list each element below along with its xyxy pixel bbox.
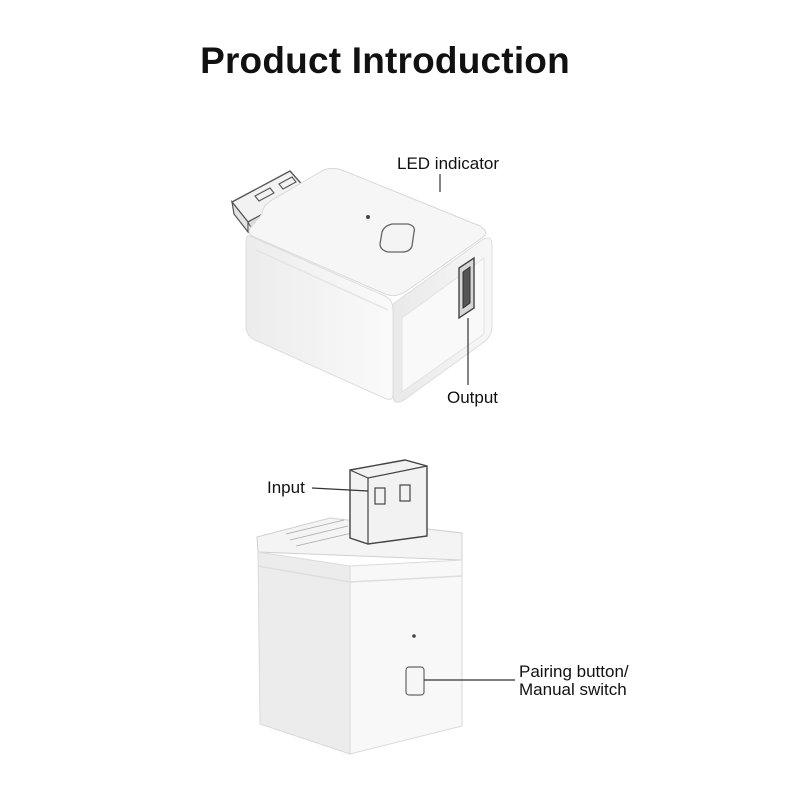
bottom-device-body	[256, 517, 463, 755]
input-callout-line	[311, 487, 369, 492]
pairing-button-label-line2: Manual switch	[519, 680, 627, 699]
output-label: Output	[447, 388, 499, 407]
pairing-button-label: Pairing button/ Manual switch	[519, 663, 629, 699]
page-title: Product Introduction	[200, 40, 570, 81]
top-device-body	[245, 167, 493, 403]
input-label: Input	[267, 478, 305, 497]
usb-plug-bottom-device	[349, 459, 428, 545]
pairing-button-label-line1: Pairing button/	[519, 662, 629, 681]
led-indicator-label: LED indicator	[397, 154, 500, 173]
